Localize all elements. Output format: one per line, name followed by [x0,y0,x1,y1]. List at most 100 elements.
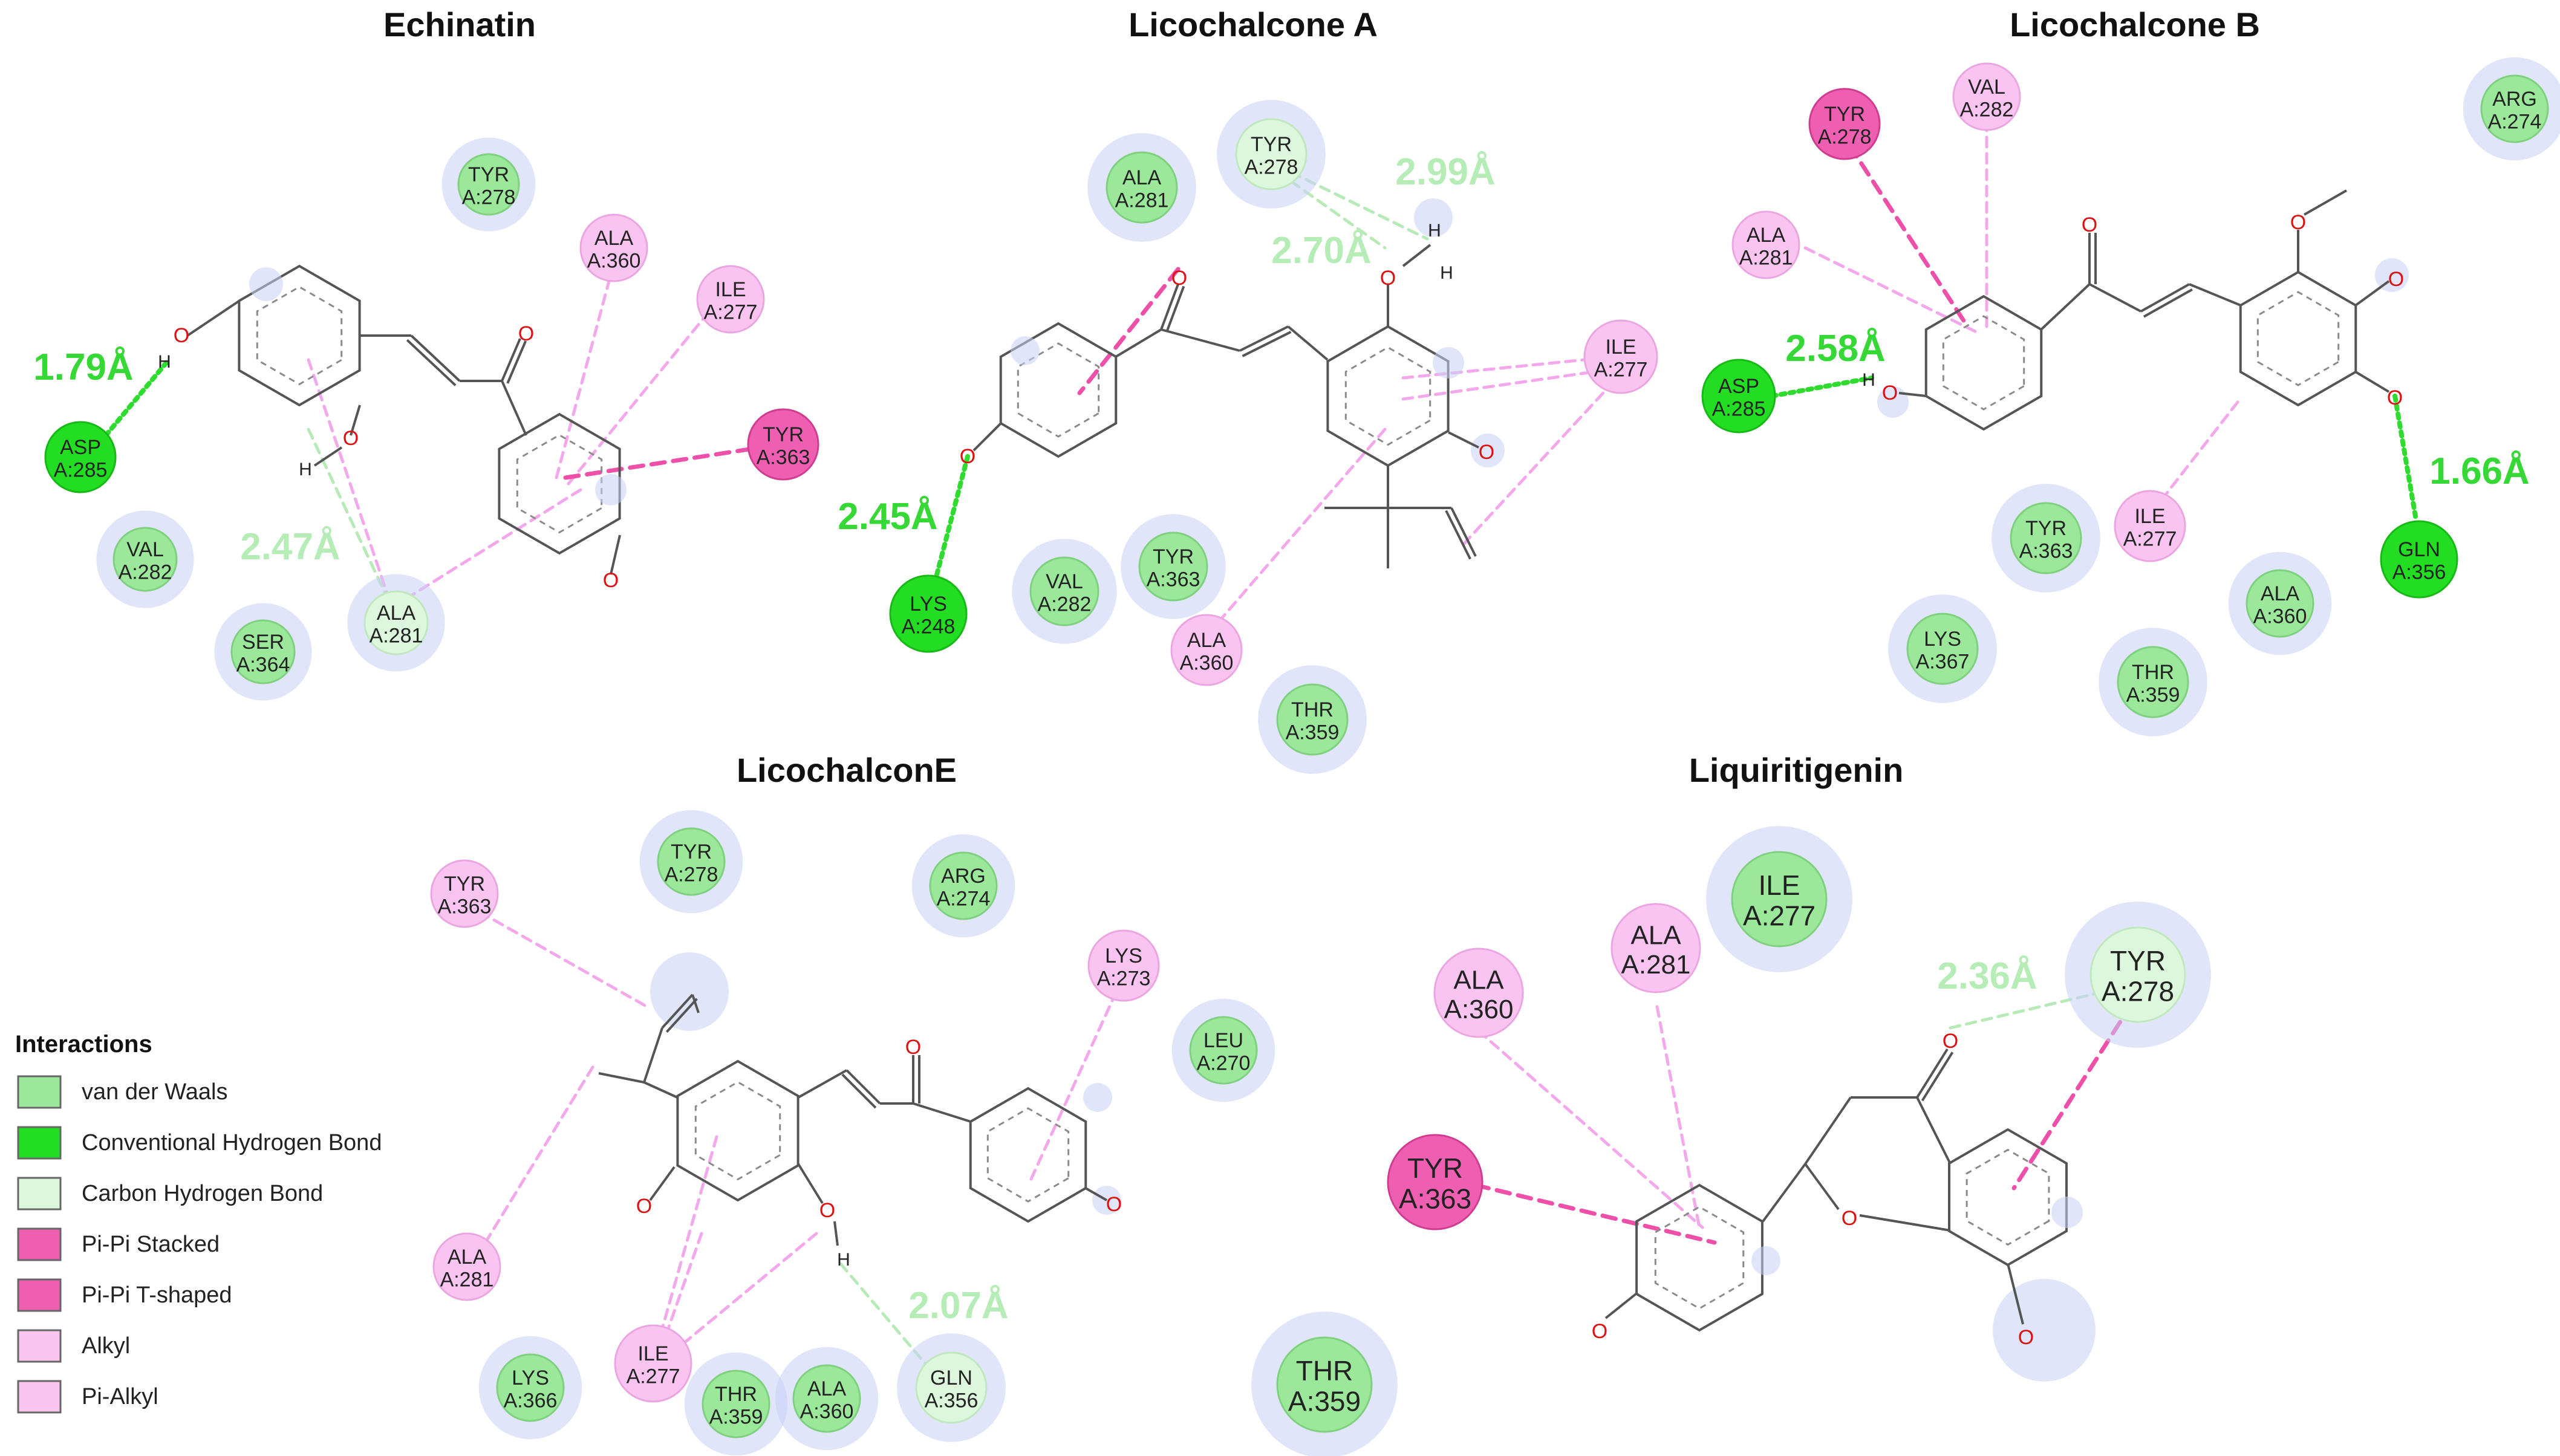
residue-number: A:360 [587,249,641,272]
panel-title: Licochalcone A [1129,5,1378,44]
pi-pi-line [1077,267,1181,395]
residue-name: LYS [910,593,947,616]
residue-disc [1731,210,1800,279]
residue-disc [1087,929,1160,1002]
legend-title: Interactions [15,1031,152,1058]
alkyl-line [307,358,394,609]
residue-disc [1029,556,1099,626]
residue-disc [44,421,117,493]
residue-number: A:278 [665,863,718,886]
bond [1160,284,1179,330]
residue-name: ILE [637,1342,668,1365]
legend-label: van der Waals [82,1079,227,1105]
residue-disc [1808,88,1881,160]
residue-number: A:273 [1097,967,1151,990]
residue-disc [1106,151,1178,224]
oxygen-atom: O [1882,382,1898,405]
residue-name: TYR [468,163,509,186]
bond [1085,1187,1107,1201]
legend-swatch [17,1329,62,1363]
bond [186,300,240,337]
oxygen-atom: O [2387,386,2403,409]
aromatic-ring-aromatic [256,285,343,386]
oxygen-atom: O [603,569,619,592]
residue-name: ALA [1630,920,1681,950]
residue-name: ALA [377,602,416,625]
residue-disc [1276,1336,1373,1433]
legend-swatch [17,1177,62,1211]
alkyl-line [464,902,649,1009]
residue-name: TYR [1824,103,1865,126]
distance-label: 2.58Å [1785,328,1885,369]
residue-disc [614,1324,692,1403]
alkyl-line [555,261,616,479]
residue-disc [1433,947,1524,1038]
residue-disc [1906,613,1979,685]
oxygen-atom: O [518,322,534,345]
oxygen-atom: O [1171,267,1187,290]
residue-name: THR [1296,1355,1353,1386]
residue-disc [1731,851,1828,947]
residue-number: A:360 [1180,651,1234,674]
residue-disc [792,1364,861,1433]
residue-disc [2246,569,2314,638]
legend-item: Pi-Pi Stacked [17,1227,220,1261]
legend-label: Conventional Hydrogen Bond [82,1130,382,1155]
residue-number: A:281 [370,624,423,647]
residue-number: A:281 [440,1268,494,1291]
bond [913,1102,971,1123]
residue-disc [702,1370,770,1438]
legend-label: Pi-Pi Stacked [82,1232,220,1257]
residue-name: GLN [930,1367,972,1389]
solvent-halo [595,474,627,505]
alkyl-line [1803,246,1979,334]
residue-name: LYS [512,1367,549,1389]
residue-number: A:277 [1594,358,1648,381]
bond [1161,328,1240,352]
bond [2354,371,2390,393]
alkyl-line [1462,385,1611,546]
aromatic-ring-aromatic [694,1081,781,1181]
residue-name: ARG [2492,88,2537,111]
distance-label: 2.99Å [1395,151,1495,193]
bond [610,535,621,575]
bond [1402,244,1431,267]
hydrogen-bond-line [2392,394,2418,522]
residue-name: ARG [941,865,986,888]
double-bond [2143,288,2193,318]
alkyl-line [567,301,718,486]
oxygen-atom: O [2290,211,2306,234]
aromatic-ring-aromatic [2256,291,2340,386]
alkyl-line [467,1065,594,1272]
residue-disc [747,408,819,481]
double-bond [665,998,698,1033]
bond [1916,1097,1952,1165]
residue-disc [1387,1134,1484,1230]
residue-disc [1170,614,1243,686]
residue-name: TYR [444,873,485,895]
residue-name: ILE [1605,336,1636,359]
legend-swatch [17,1075,62,1109]
legend-item: van der Waals [17,1075,227,1109]
hydrogen-atom: H [1862,370,1875,390]
